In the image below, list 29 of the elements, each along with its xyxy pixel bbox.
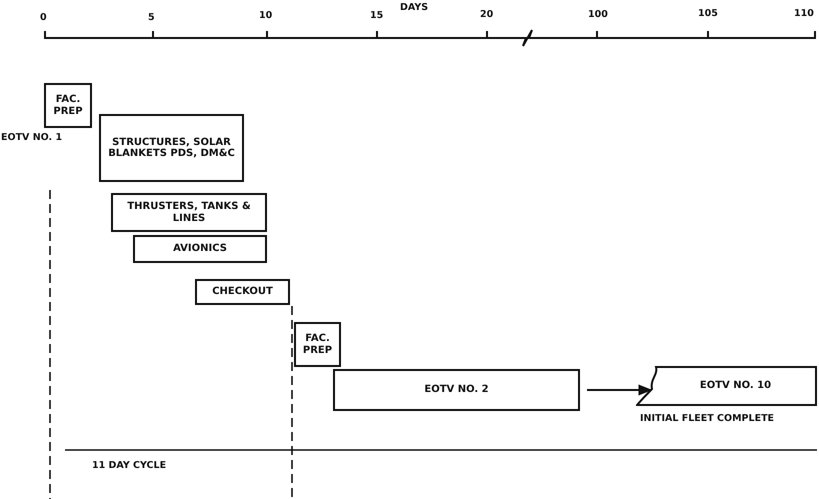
torn-task-bar <box>636 365 817 407</box>
tick-label: 15 <box>370 10 384 21</box>
tick-label: 20 <box>480 9 494 20</box>
task-label: STRUCTURES, SOLAR BLANKETS PDS, DM&C <box>107 136 236 160</box>
tick-label: 100 <box>588 9 608 20</box>
task-label: EOTV NO. 10 <box>700 380 772 392</box>
task-bar <box>99 114 244 182</box>
task-label: CHECKOUT <box>212 286 273 298</box>
task-bar <box>44 83 92 128</box>
task-label: THRUSTERS, TANKS & LINES <box>126 201 252 224</box>
task-bar <box>333 369 580 411</box>
task-label: EOTV NO. 2 <box>424 384 489 396</box>
milestone-note: INITIAL FLEET COMPLETE <box>640 413 774 424</box>
tick-label: 105 <box>698 8 718 19</box>
tick-label: 0 <box>40 12 47 23</box>
arrow <box>587 384 652 396</box>
task-bar <box>111 193 267 232</box>
row-label: EOTV NO. 1 <box>1 132 62 143</box>
cycle-label: 11 DAY CYCLE <box>92 460 166 471</box>
task-bar <box>294 322 341 367</box>
task-label: FAC. PREP <box>302 333 334 356</box>
tick-label: 5 <box>148 12 155 23</box>
task-bar <box>133 235 267 263</box>
tick-label: 10 <box>259 10 272 21</box>
task-label: FAC. PREP <box>52 94 84 117</box>
tick-label: 110 <box>794 8 814 19</box>
task-label: AVIONICS <box>173 243 227 255</box>
task-bar <box>195 279 290 305</box>
axis-title: DAYS <box>400 2 428 13</box>
